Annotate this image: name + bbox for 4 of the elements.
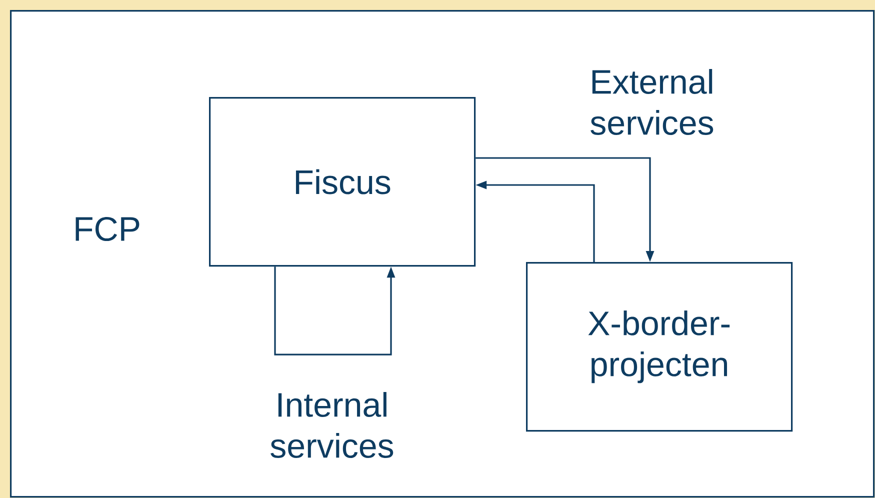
- edge-label: Internal services: [270, 392, 394, 458]
- process-box: X-border-projecten: [526, 262, 793, 432]
- process-box: Fiscus: [209, 97, 476, 267]
- edge-label: External services: [590, 69, 714, 135]
